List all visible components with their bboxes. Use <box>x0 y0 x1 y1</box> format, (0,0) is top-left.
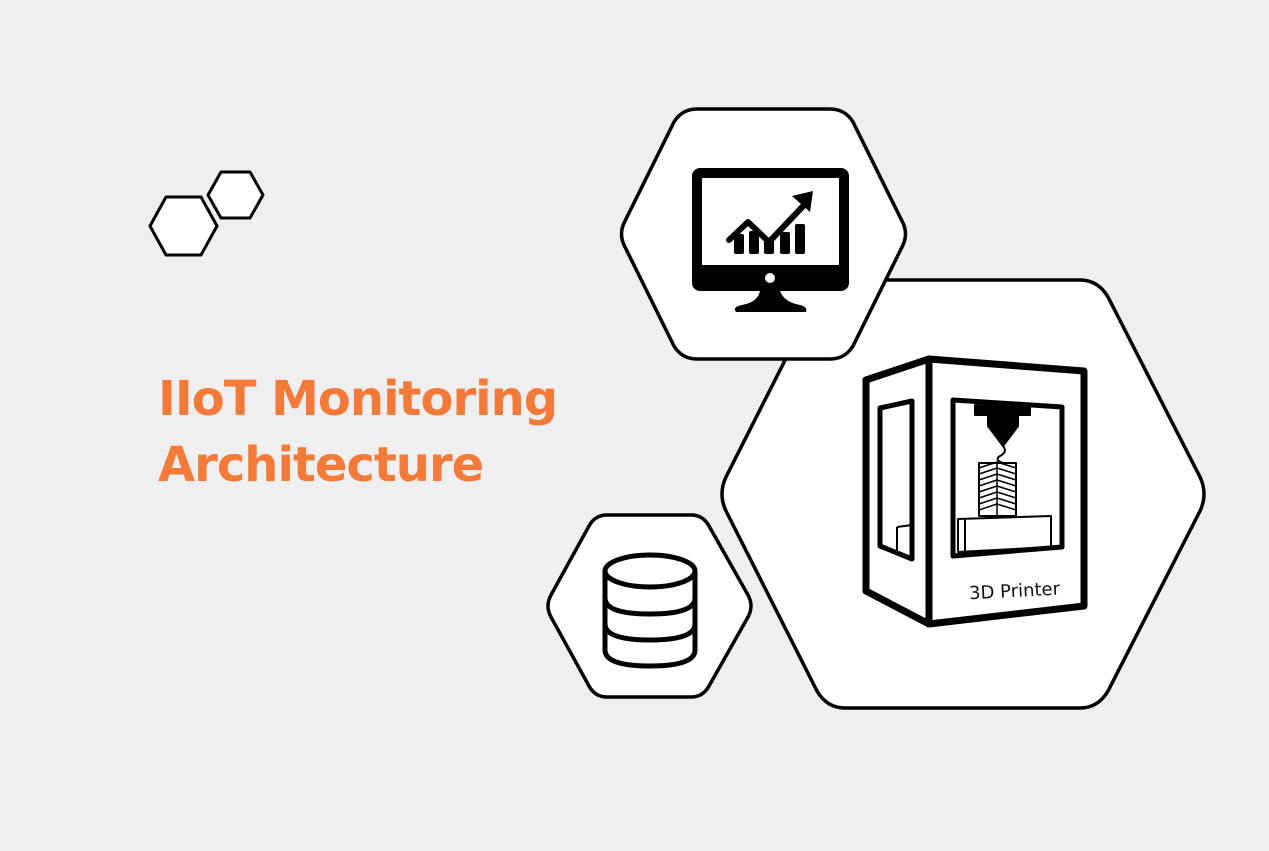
small-hexagon-right <box>206 170 265 220</box>
dashboard-node <box>619 107 908 361</box>
database-hexagon <box>546 513 753 699</box>
printer-node: 3D Printer <box>720 278 1206 710</box>
3d-printer-icon <box>862 355 1088 628</box>
monitor-chart-icon <box>692 168 849 312</box>
printer-label: 3D Printer <box>969 579 1061 605</box>
title-line-2: Architecture <box>158 437 484 493</box>
hexagon-pair-icon <box>148 170 265 257</box>
page-title: IIoT Monitoring Architecture <box>158 366 558 498</box>
database-icon <box>602 552 698 669</box>
database-node <box>546 513 753 699</box>
small-hexagon-left <box>148 195 219 257</box>
title-line-1: IIoT Monitoring <box>158 371 558 427</box>
